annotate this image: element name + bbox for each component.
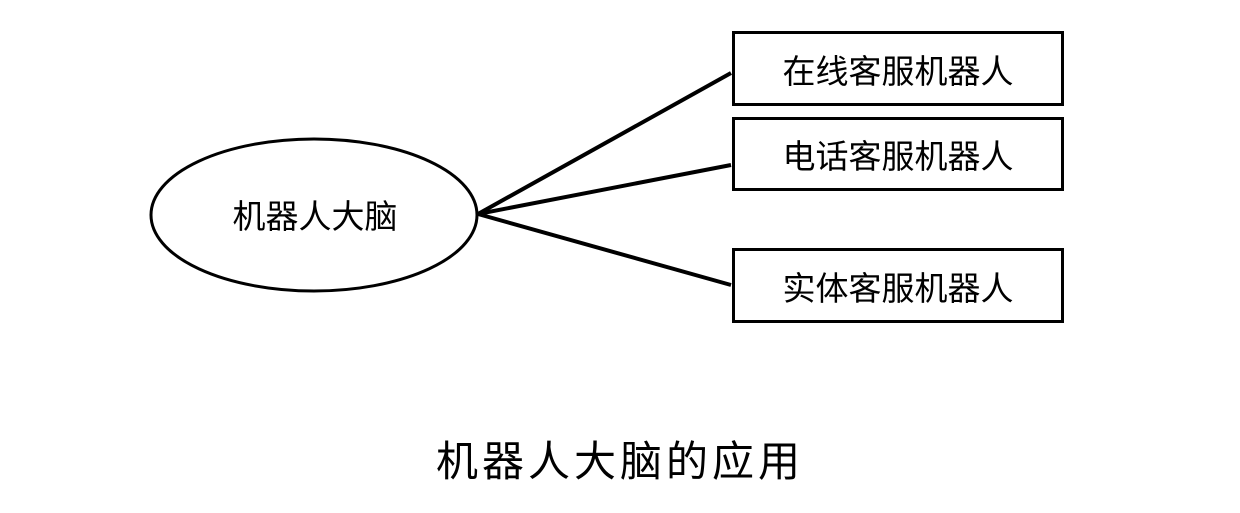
branch-label: 电话客服机器人 (782, 137, 1014, 176)
figure-caption: 机器人大脑的应用 (435, 437, 804, 486)
center-node-label: 机器人大脑 (232, 197, 398, 236)
connector-line-2 (477, 163, 732, 216)
branch-box-physical: 实体客服机器人 (732, 248, 1064, 323)
branch-box-phone: 电话客服机器人 (732, 117, 1064, 191)
branch-label: 在线客服机器人 (782, 51, 1014, 91)
center-ellipse (149, 137, 479, 293)
connector-line-3 (477, 212, 732, 287)
connector-line-1 (477, 71, 732, 216)
branch-box-online: 在线客服机器人 (732, 31, 1064, 106)
branch-label: 实体客服机器人 (782, 268, 1014, 308)
